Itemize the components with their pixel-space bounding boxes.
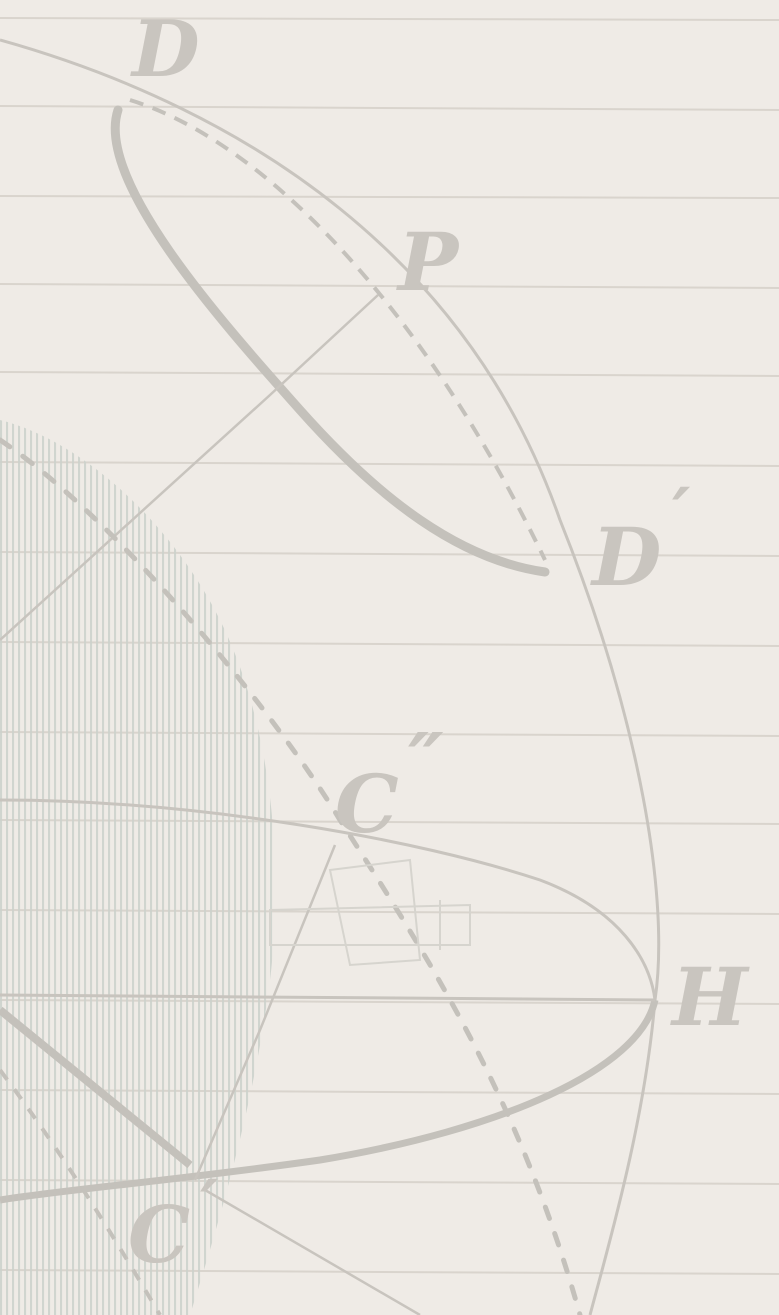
label-c-double-prime: C: [335, 757, 399, 851]
upper-ellipse: [110, 105, 550, 577]
radius-line-p: [0, 294, 379, 641]
faint-sketch: [269, 858, 471, 967]
diagonal-line-lower: [204, 1188, 421, 1315]
outer-meridian-arc: [0, 38, 661, 1315]
label-d-prime-mark: ′: [672, 472, 691, 555]
dashed-lower-left: [0, 1068, 162, 1315]
label-c-double-prime-mark: ″: [408, 715, 444, 809]
dashed-great-circle: [0, 437, 583, 1315]
label-c-prime-mark: ′: [200, 1164, 219, 1247]
shaded-sphere-region: [0, 420, 276, 1315]
line-c-double-to-c-prime: [193, 844, 337, 1181]
label-d: D: [130, 4, 200, 95]
label-c-prime: C: [128, 1190, 190, 1281]
equator-ellipse-upper: [0, 798, 657, 1001]
axis-line-h: [0, 993, 656, 1002]
upper-ellipse-dashed: [129, 98, 547, 561]
label-h: H: [670, 950, 750, 1044]
diagonal-thick-line: [0, 1006, 193, 1169]
label-p: P: [396, 215, 461, 309]
label-d-prime: D: [590, 510, 661, 604]
